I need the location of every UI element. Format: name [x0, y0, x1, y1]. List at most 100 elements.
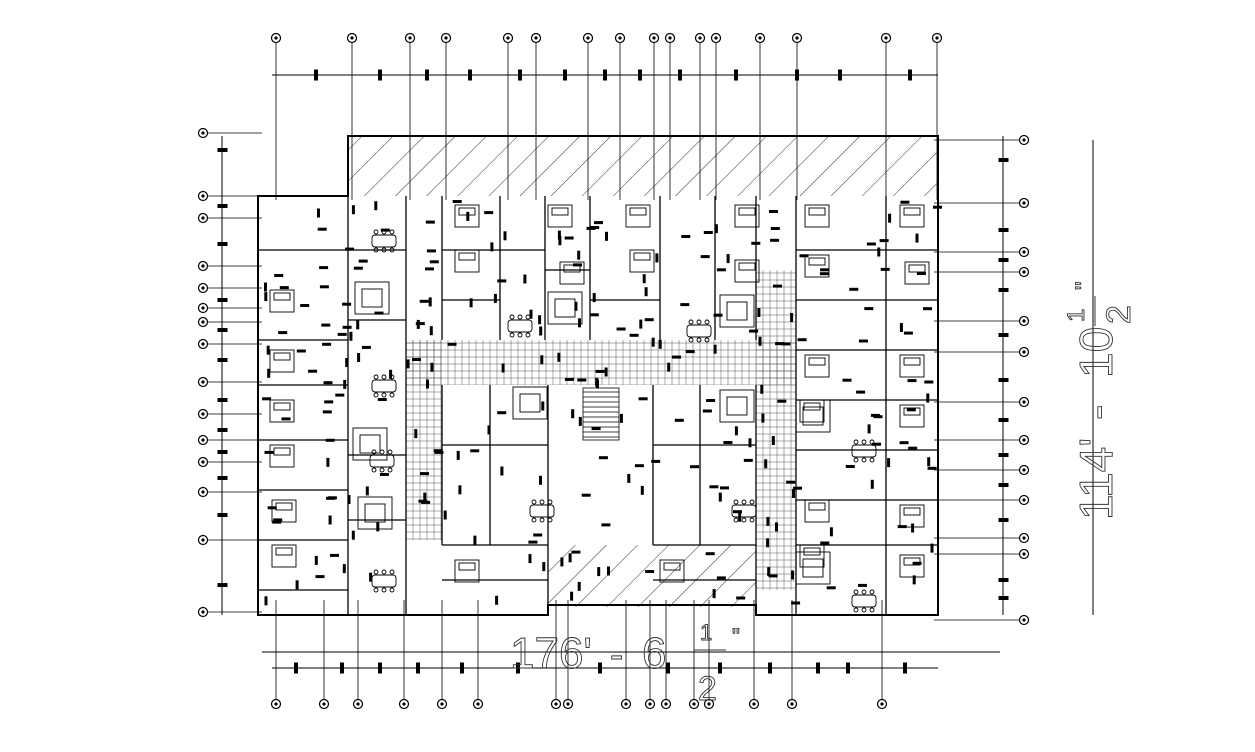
grid-bubble-right [1018, 494, 1030, 506]
grid-bubble-right [1018, 266, 1030, 278]
width-dimension-label: 176' - 6 1 2 " [510, 620, 741, 709]
dining-table-symbol [507, 314, 533, 338]
grid-bubble-right [1018, 396, 1030, 408]
grid-bubbles [197, 32, 1030, 710]
grid-bubble-bottom [352, 698, 364, 710]
bed-symbol [899, 554, 925, 578]
staircase [582, 387, 620, 441]
dimension-line-bottom [262, 651, 1000, 674]
grid-bubble-left [197, 282, 209, 294]
bed-symbol [899, 354, 925, 378]
grid-bubble-left [197, 434, 209, 446]
sofa-set-symbol [357, 496, 393, 530]
grid-bubble-right [1018, 246, 1030, 258]
wall-marks [262, 200, 942, 606]
grid-bubble-left [197, 212, 209, 224]
grid-bubble-top [530, 32, 542, 44]
grid-bubble-left [197, 338, 209, 350]
grid-lines [203, 42, 1022, 700]
grid-bubble-bottom [703, 698, 715, 710]
grid-bubble-top [404, 32, 416, 44]
height-inches: 10 [1070, 327, 1122, 378]
grid-bubble-top [582, 32, 594, 44]
dining-table-symbol [686, 319, 712, 343]
sofa-set-symbol [354, 281, 390, 315]
grid-bubble-bottom [620, 698, 632, 710]
grid-bubble-right [1018, 346, 1030, 358]
bed-symbol [899, 204, 925, 228]
sofa-set-symbol [719, 389, 755, 423]
grid-bubble-right [1018, 548, 1030, 560]
wall-linework [258, 196, 938, 615]
grid-bubble-left [197, 486, 209, 498]
bed-symbol [269, 349, 295, 373]
width-feet: 176' [510, 629, 592, 678]
grid-bubble-left [197, 190, 209, 202]
bed-symbol [804, 499, 830, 523]
grid-bubble-bottom [688, 698, 700, 710]
dining-table-symbol [851, 439, 877, 463]
height-inch-mark: " [1071, 281, 1098, 290]
dimension-line-top [272, 69, 938, 81]
grid-bubble-bottom [398, 698, 410, 710]
height-dash: - [1070, 405, 1122, 420]
height-dimension-label: 114' - 10 1 2 " [1063, 281, 1139, 520]
grid-bubble-bottom [472, 698, 484, 710]
width-inch-mark: " [732, 624, 740, 649]
dining-table-symbol [371, 229, 397, 253]
grid-bubble-bottom [270, 698, 282, 710]
furniture-symbols [269, 204, 930, 613]
height-inch-numerator: 1 [1063, 309, 1090, 322]
grid-bubble-right [1018, 134, 1030, 146]
grid-bubble-right [1018, 197, 1030, 209]
corridor-left [406, 340, 442, 540]
bed-symbol [269, 289, 295, 313]
width-inches: 6 [642, 629, 666, 678]
bed-symbol [804, 254, 830, 278]
corridor-right [756, 270, 796, 590]
bed-symbol [799, 399, 825, 423]
dining-table-symbol [851, 589, 877, 613]
bed-symbol [625, 204, 651, 228]
grid-bubble-bottom [318, 698, 330, 710]
bed-symbol [734, 204, 760, 228]
bed-symbol [659, 559, 685, 583]
sofa-set-symbol [719, 294, 755, 328]
bed-symbol [454, 249, 480, 273]
dining-table-symbol [369, 449, 395, 473]
grid-bubble-bottom [562, 698, 574, 710]
height-feet: 114' [1070, 438, 1122, 520]
grid-bubble-left [197, 302, 209, 314]
grid-bubble-right [1018, 315, 1030, 327]
grid-bubble-right [1018, 614, 1030, 626]
grid-bubble-bottom [786, 698, 798, 710]
width-inch-numerator: 1 [700, 620, 712, 645]
grid-bubble-top [791, 32, 803, 44]
dining-table-symbol [371, 569, 397, 593]
grid-bubble-left [197, 260, 209, 272]
grid-bubble-right [1018, 434, 1030, 446]
hatched-open-area-bottom [548, 545, 756, 607]
grid-bubble-bottom [748, 698, 760, 710]
grid-bubble-top [440, 32, 452, 44]
width-inch-denominator: 2 [698, 670, 717, 708]
bed-symbol [547, 204, 573, 228]
grid-bubble-bottom [660, 698, 672, 710]
dining-table-symbol [529, 499, 555, 523]
dining-table-symbol [731, 499, 757, 523]
grid-bubble-bottom [644, 698, 656, 710]
height-inch-denominator: 2 [1100, 305, 1138, 324]
bed-symbol [734, 259, 760, 283]
sofa-set-symbol [795, 551, 831, 585]
grid-bubble-right [1018, 532, 1030, 544]
grid-bubble-left [197, 606, 209, 618]
dimension-line-right [998, 136, 1094, 615]
bed-symbol [629, 249, 655, 273]
bed-symbol [271, 544, 297, 568]
corridor-horizontal [406, 340, 796, 385]
bed-symbol [804, 354, 830, 378]
width-dash: - [610, 633, 623, 677]
grid-bubble-top [502, 32, 514, 44]
bed-symbol [799, 544, 825, 568]
